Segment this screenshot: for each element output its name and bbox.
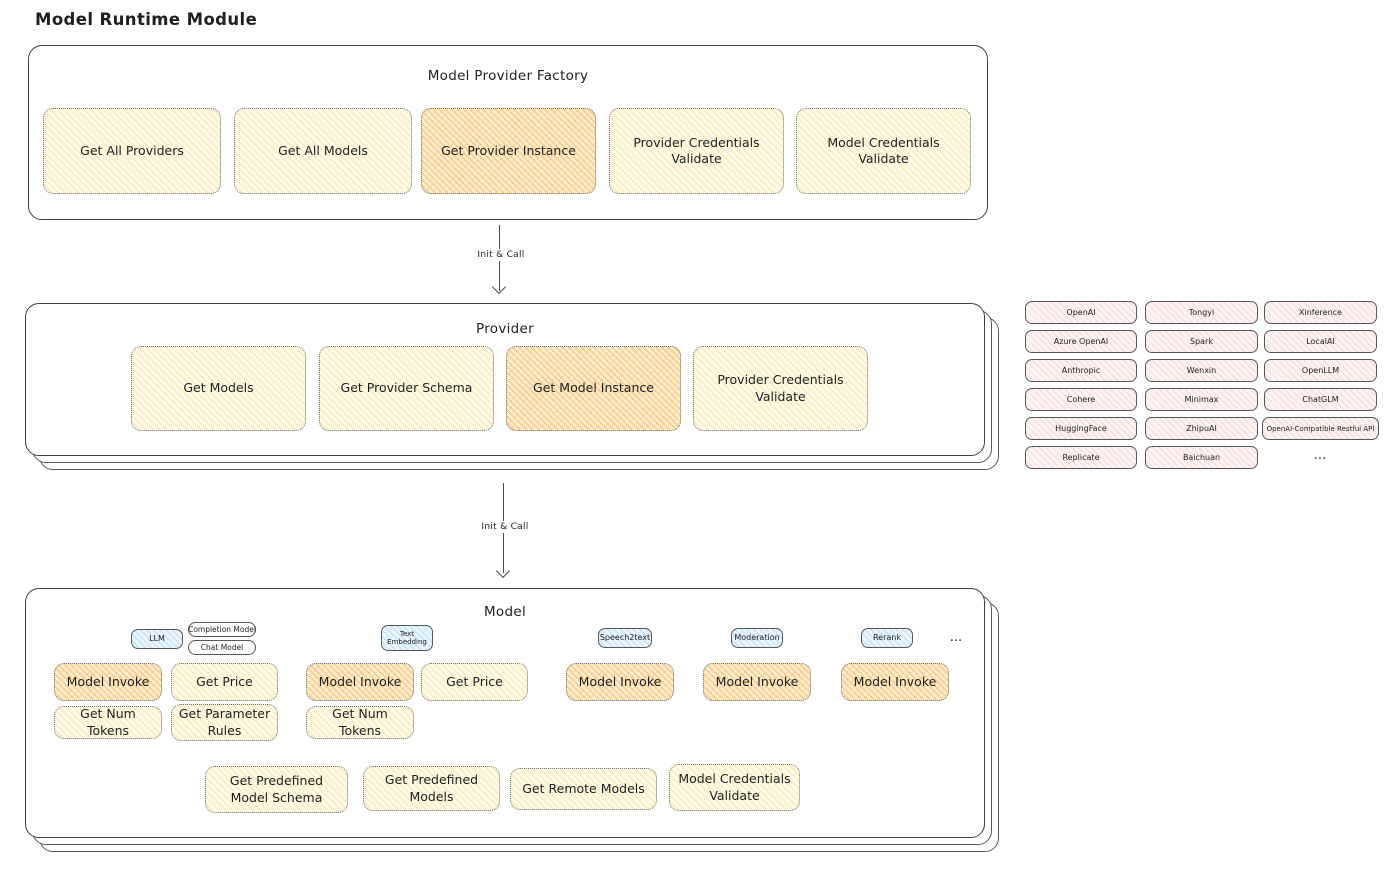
model-tags-more-ellipsis: ... bbox=[949, 629, 963, 645]
model-button-get-remote-models: Get Remote Models bbox=[510, 768, 657, 810]
vendor-spark: Spark bbox=[1145, 330, 1258, 353]
vendor-baichuan: Baichuan bbox=[1145, 446, 1258, 469]
init-call-label-2: Init & Call bbox=[473, 521, 537, 533]
factory-button-get-all-providers: Get All Providers bbox=[43, 108, 221, 194]
provider-button-get-models: Get Models bbox=[131, 346, 306, 431]
vendor-localai: LocalAI bbox=[1264, 330, 1377, 353]
vendor-minimax: Minimax bbox=[1145, 388, 1258, 411]
factory-box: Model Provider Factory Get All Providers… bbox=[28, 45, 988, 220]
model-invoke-speech2text: Model Invoke bbox=[566, 663, 674, 701]
factory-button-get-provider-instance: Get Provider Instance bbox=[421, 108, 596, 194]
tag-speech2text: Speech2text bbox=[598, 628, 652, 648]
vendor-cohere: Cohere bbox=[1025, 388, 1137, 411]
provider-button-get-model-instance: Get Model Instance bbox=[506, 346, 681, 431]
provider-button-provider-credentials-validate: Provider Credentials Validate bbox=[693, 346, 868, 431]
vendor-openai: OpenAI bbox=[1025, 301, 1137, 324]
factory-button-model-credentials-validate: Model Credentials Validate bbox=[796, 108, 971, 194]
tag-chat-model: Chat Model bbox=[188, 640, 256, 655]
provider-title: Provider bbox=[476, 321, 534, 337]
vendor-chatglm: ChatGLM bbox=[1264, 388, 1377, 411]
tag-moderation: Moderation bbox=[731, 628, 783, 648]
vendor-openai-compatible-restful-api: OpenAI-Compatible Restful API bbox=[1262, 417, 1379, 440]
tag-text-embedding: Text Embedding bbox=[381, 625, 433, 651]
get-parameter-rules-llm: Get Parameter Rules bbox=[171, 704, 278, 741]
vendor-anthropic: Anthropic bbox=[1025, 359, 1137, 382]
model-button-get-predefined-models: Get Predefined Models bbox=[363, 766, 500, 811]
vendor-xinference: Xinference bbox=[1264, 301, 1377, 324]
vendor-more-ellipsis: ... bbox=[1313, 448, 1327, 463]
model-invoke-rerank: Model Invoke bbox=[841, 663, 949, 701]
provider-button-get-provider-schema: Get Provider Schema bbox=[319, 346, 494, 431]
init-call-arrow-2-head bbox=[495, 563, 511, 579]
get-num-tokens-llm: Get Num Tokens bbox=[54, 706, 162, 739]
model-box: Model LLM Completion Model Chat Model Te… bbox=[25, 588, 985, 838]
vendor-zhipuai: ZhipuAI bbox=[1145, 417, 1258, 440]
init-call-label-1: Init & Call bbox=[469, 249, 533, 261]
vendor-azure-openai: Azure OpenAI bbox=[1025, 330, 1137, 353]
vendor-replicate: Replicate bbox=[1025, 446, 1137, 469]
get-price-llm: Get Price bbox=[171, 663, 278, 701]
model-button-get-predefined-model-schema: Get Predefined Model Schema bbox=[205, 766, 348, 813]
get-price-text-embedding: Get Price bbox=[421, 663, 528, 701]
tag-llm: LLM bbox=[131, 629, 183, 649]
vendor-wenxin: Wenxin bbox=[1145, 359, 1258, 382]
factory-title: Model Provider Factory bbox=[427, 68, 589, 84]
vendor-openllm: OpenLLM bbox=[1264, 359, 1377, 382]
model-button-model-credentials-validate: Model Credentials Validate bbox=[669, 764, 800, 811]
factory-button-get-all-models: Get All Models bbox=[234, 108, 412, 194]
factory-button-provider-credentials-validate: Provider Credentials Validate bbox=[609, 108, 784, 194]
vendor-huggingface: HuggingFace bbox=[1025, 417, 1137, 440]
model-invoke-moderation: Model Invoke bbox=[703, 663, 811, 701]
model-invoke-llm: Model Invoke bbox=[54, 663, 162, 701]
vendor-tongyi: Tongyi bbox=[1145, 301, 1258, 324]
init-call-arrow-1-head bbox=[491, 279, 507, 295]
tag-completion-model: Completion Model bbox=[188, 622, 256, 637]
get-num-tokens-text-embedding: Get Num Tokens bbox=[306, 706, 414, 739]
model-invoke-text-embedding: Model Invoke bbox=[306, 663, 414, 701]
provider-box: Provider Get Models Get Provider Schema … bbox=[25, 303, 985, 456]
tag-rerank: Rerank bbox=[861, 628, 913, 648]
model-title: Model bbox=[483, 604, 527, 620]
diagram-title: Model Runtime Module bbox=[35, 10, 258, 29]
